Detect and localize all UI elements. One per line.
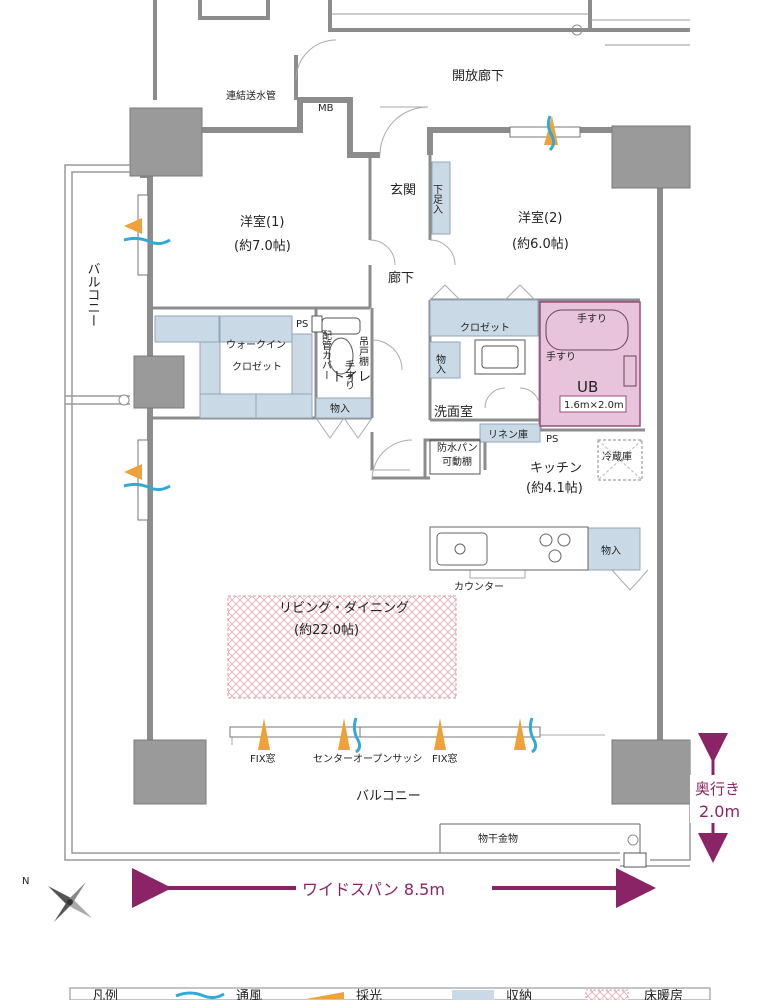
light-icon	[124, 116, 558, 750]
legend-light-label: 採光	[356, 989, 382, 1000]
windows	[137, 126, 581, 738]
drain-icon	[571, 24, 583, 36]
legend-wind-label: 通風	[236, 989, 262, 1000]
open-corridor-label: 開放廊下	[452, 68, 504, 84]
legend-heating-icon	[585, 989, 629, 1000]
living-name: リビング・ダイニング	[279, 601, 409, 616]
mb-label: MB	[318, 103, 334, 114]
ub-size-box	[559, 395, 627, 413]
shoes-label: 下足入	[431, 184, 443, 214]
storage-label-wash: 物入	[434, 353, 446, 374]
wind-icon	[123, 115, 556, 754]
column-bottom-left	[133, 739, 207, 805]
depth-value: 2.0m	[699, 802, 740, 821]
ps-label-kitchen: PS	[546, 434, 558, 445]
bathtub	[545, 309, 629, 351]
bedroom1-size: (約7.0帖)	[234, 239, 291, 254]
legend-heating-label: 床暖房	[644, 988, 683, 1000]
stove-burners	[539, 533, 571, 563]
waterpan-label-2: 可動棚	[442, 455, 472, 468]
wash-fixtures	[311, 315, 526, 475]
linen-label: リネン庫	[488, 428, 528, 441]
entrance-label: 玄関	[390, 183, 416, 198]
kitchen-sink	[436, 532, 488, 566]
drain-box	[623, 852, 647, 868]
washroom-label: 洗面室	[434, 404, 473, 420]
ub-size-label: 1.6m×2.0m	[564, 400, 624, 411]
counter-label: カウンター	[454, 581, 504, 593]
bedroom1-name: 洋室(1)	[240, 214, 284, 230]
bath-shower	[623, 355, 637, 387]
pipe-cover-label: 配管カバー	[320, 330, 332, 380]
bedroom2-name: 洋室(2)	[518, 210, 562, 226]
drain-icon-right	[627, 834, 639, 846]
drying-label: 物干金物	[478, 832, 518, 845]
handrail-label-bath-1: 手すり	[577, 312, 607, 325]
span-label-bg	[296, 876, 492, 902]
ub-label: UB	[577, 378, 598, 396]
living-size: (約22.0帖)	[294, 623, 359, 638]
closet-label: クロゼット	[460, 322, 510, 334]
handrail-label-toilet: 手すり	[343, 359, 355, 390]
walkin-label-2: クロゼット	[232, 361, 282, 373]
kitchen-size: (約4.1帖)	[526, 481, 583, 496]
column-bottom-right	[611, 739, 691, 805]
hanging-shelf-label: 吊戸棚	[357, 336, 369, 367]
bedroom2-size: (約6.0帖)	[512, 237, 569, 252]
column-mid-left	[133, 355, 185, 409]
floor-heating-area	[227, 595, 457, 699]
balcony-bottom-label: バルコニー	[356, 789, 421, 804]
depth-label: 奥行き	[695, 780, 740, 798]
pipe-label: 連結送水管	[226, 89, 276, 102]
column-top-right	[611, 125, 691, 189]
span-label: ワイドスパン 8.5m	[302, 880, 445, 899]
center-sash-label: センターオープンサッシ	[313, 753, 422, 765]
fix-window-label-left: FIX窓	[250, 752, 276, 765]
kitchen-name: キッチン	[530, 461, 582, 476]
toilet-label: トイレ	[332, 370, 371, 385]
sink-drain-icon	[454, 543, 466, 555]
handrail-label-bath-2: 手すり	[546, 350, 576, 363]
balcony-left-label: バルコニー	[85, 262, 101, 327]
upper-thin-lines	[330, 13, 690, 46]
upper-neighbor-walls	[153, 0, 690, 100]
legend-storage-icon	[452, 990, 494, 1000]
waterpan-label-1: 防水パン	[437, 441, 478, 454]
legend-wind-icon	[175, 991, 225, 1000]
door-swing-icon	[295, 39, 337, 81]
storage-areas	[154, 161, 641, 571]
legend-storage-label: 収納	[506, 989, 532, 1000]
fix-window-label-right: FIX窓	[432, 752, 458, 765]
depth-label-bg	[690, 775, 760, 823]
walkin-label-1: ウォークイン	[226, 339, 286, 351]
fridge-space	[597, 439, 643, 481]
storage-label-kitchen: 物入	[601, 544, 621, 557]
ps-label-left: PS	[296, 319, 308, 330]
legend-title: 凡例	[92, 989, 118, 1000]
column-top-left	[129, 107, 203, 177]
legend-light-icon	[306, 992, 344, 999]
fridge-label: 冷蔵庫	[602, 450, 632, 463]
compass-north-label: N	[22, 876, 29, 887]
drain-icon-left	[118, 394, 130, 406]
hallway-label: 廊下	[388, 270, 414, 286]
compass-icon	[48, 882, 92, 922]
storage-label-toilet: 物入	[330, 402, 350, 415]
